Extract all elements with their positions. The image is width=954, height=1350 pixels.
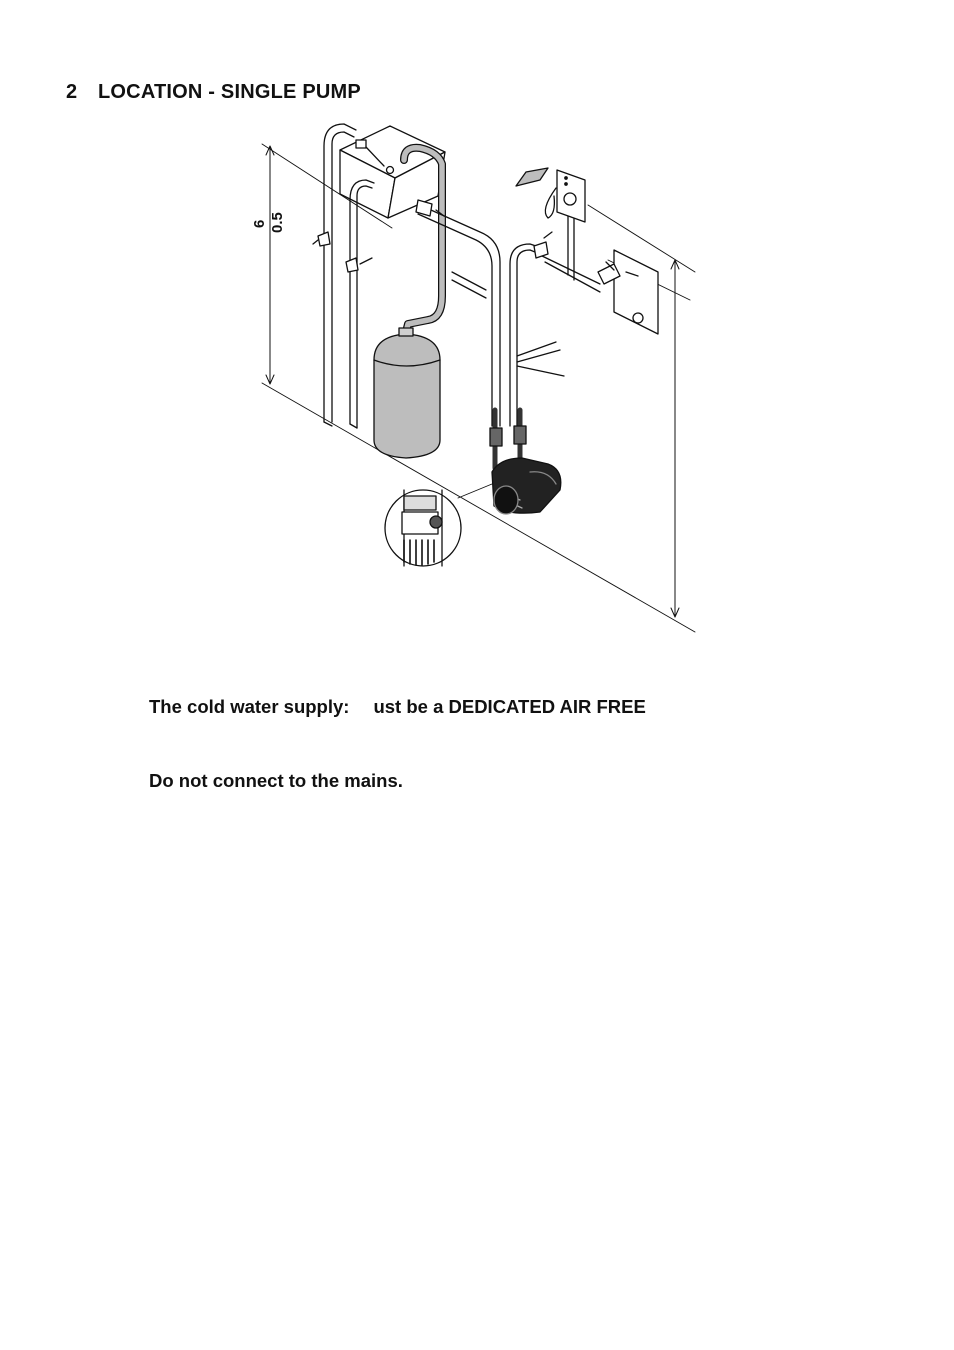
right-dimension <box>670 259 680 618</box>
section-title: LOCATION - SINGLE PUMP <box>98 81 361 103</box>
vessel-feed-pipe <box>400 143 446 340</box>
section-number: 2 <box>66 81 78 103</box>
shower-unit <box>515 167 586 223</box>
installation-diagram: 6 0.5 <box>240 120 720 650</box>
left-dimension <box>265 145 275 385</box>
dimension-label-6: 6 <box>251 219 268 228</box>
tap-panel <box>597 249 659 335</box>
supply-text: ust be a DEDICATED AIR FREE <box>373 696 646 717</box>
room-lines <box>261 143 696 633</box>
left-pipes <box>312 123 375 429</box>
valve-detail-callout <box>384 483 493 567</box>
accumulator-vessel <box>373 327 441 459</box>
supply-pipes <box>415 199 501 427</box>
pump <box>489 407 562 515</box>
dimension-label-0-5: 0.5 <box>269 212 286 233</box>
cold-water-tank <box>339 125 446 219</box>
cold-water-supply-note: The cold water supply: ust be a DEDICATED… <box>149 696 646 718</box>
outlet-pipes <box>509 206 601 427</box>
pump-location-illustration <box>261 123 696 633</box>
mains-warning: Do not connect to the mains. <box>149 770 403 791</box>
supply-label: The cold water supply: <box>149 696 350 717</box>
section-heading: 2 LOCATION - SINGLE PUMP <box>66 81 361 104</box>
